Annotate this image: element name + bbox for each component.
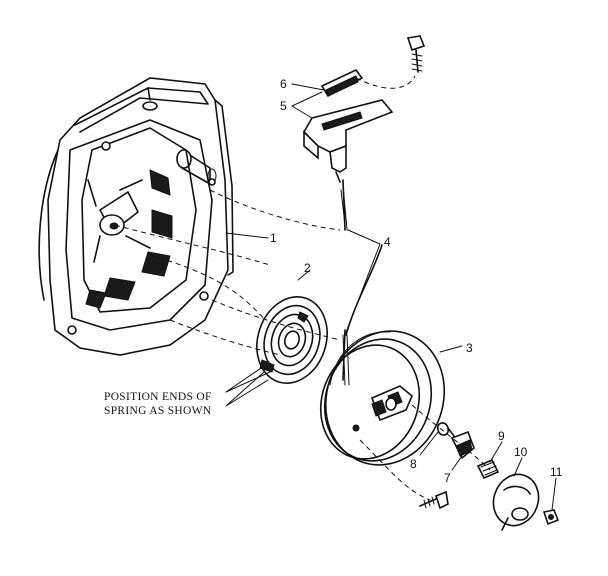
label-part-3: 3: [466, 341, 473, 355]
label-part-6: 6: [280, 77, 287, 91]
label-part-10: 10: [514, 445, 528, 459]
label-part-11: 11: [550, 465, 563, 479]
starter-pulley: [319, 329, 446, 466]
retainer-bolt: [406, 35, 426, 73]
handle-insert: [320, 68, 364, 98]
label-part-1: 1: [270, 231, 277, 245]
label-part-7: 7: [444, 471, 451, 485]
label-part-8: 8: [410, 457, 417, 471]
starter-housing: [38, 77, 234, 356]
starter-pawl: [450, 430, 475, 460]
alignment-lines: [114, 75, 491, 501]
starter-handle: [303, 99, 394, 183]
retainer-nut: [542, 509, 560, 526]
note-line-1: POSITION ENDS OF: [104, 391, 212, 403]
recoil-spring: [256, 296, 328, 384]
label-part-4: 4: [384, 235, 391, 249]
pawl-retainer: [492, 473, 540, 531]
label-part-5: 5: [280, 99, 287, 113]
pawl-spring: [436, 422, 455, 437]
label-part-9: 9: [498, 429, 505, 443]
center-screw: [419, 490, 449, 510]
label-part-2: 2: [304, 261, 311, 275]
brake-spring: [476, 458, 500, 480]
note-line-2: SPRING AS SHOWN: [104, 405, 212, 417]
leader-lines: [225, 83, 557, 511]
part-number-labels: 1 2 3 4 5 6 7 8 9 10 11: [270, 77, 563, 485]
spring-position-note: POSITION ENDS OF SPRING AS SHOWN: [104, 391, 212, 417]
